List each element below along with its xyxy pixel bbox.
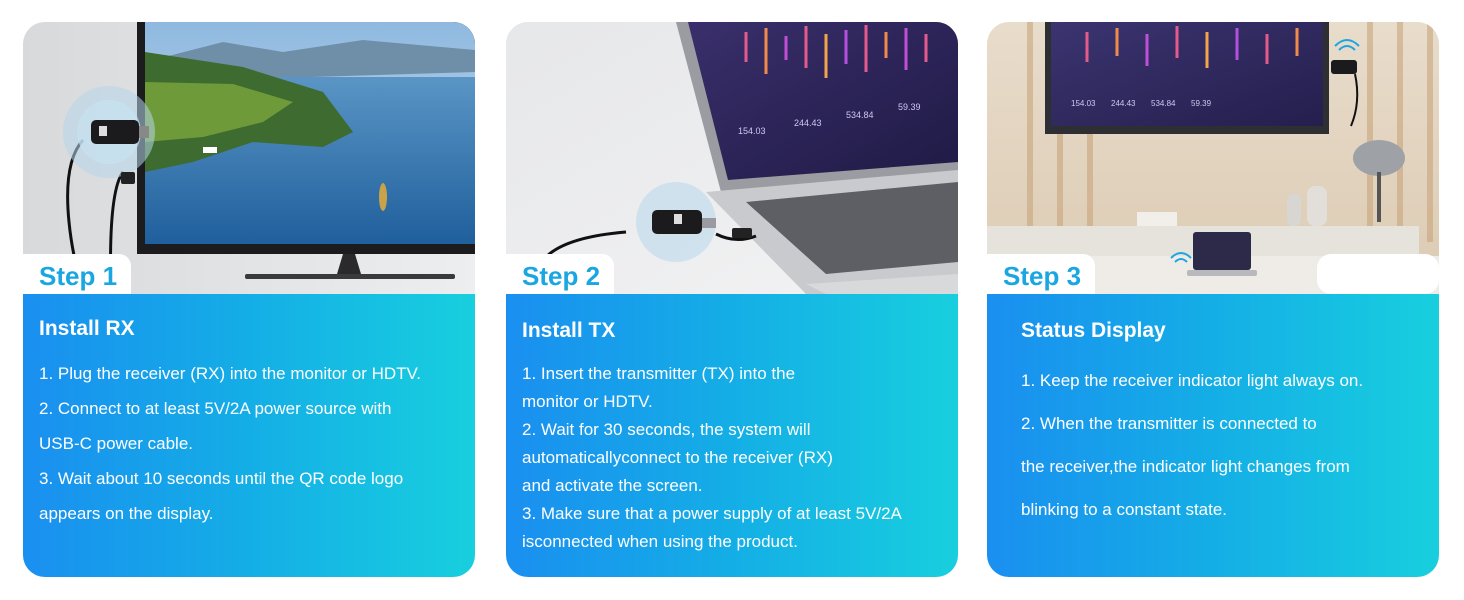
- instruction-line: 3. Make sure that a power supply of at l…: [522, 504, 902, 523]
- tv-with-receiver-photo: [23, 22, 475, 294]
- instruction-line: the receiver,the indicator light changes…: [1021, 457, 1350, 476]
- screen-value: 534.84: [1151, 99, 1176, 108]
- card-title: Status Display: [1021, 319, 1166, 342]
- instruction-line: USB-C power cable.: [39, 434, 194, 453]
- screen-value: 59.39: [1191, 99, 1212, 108]
- instructions-panel: Install TX 1. Insert the transmitter (TX…: [506, 294, 958, 577]
- step-label: Step 2: [506, 254, 614, 294]
- instruction-line: 3. Wait about 10 seconds until the QR co…: [39, 469, 404, 488]
- instruction-line: 1. Plug the receiver (RX) into the monit…: [39, 364, 422, 383]
- instructions-panel: Install RX 1. Plug the receiver (RX) int…: [23, 294, 475, 577]
- step-label: Step 1: [23, 254, 131, 294]
- screen-value: 534.84: [846, 110, 874, 120]
- step-card-2: 154.03 244.43 534.84 59.39 Step 2 Instal…: [506, 22, 958, 577]
- laptop-with-transmitter-photo: 154.03 244.43 534.84 59.39: [506, 22, 958, 294]
- instruction-line: and activate the screen.: [522, 476, 703, 495]
- instruction-line: 2. When the transmitter is connected to: [1021, 414, 1317, 433]
- screen-value: 59.39: [898, 102, 921, 112]
- instruction-line: blinking to a constant state.: [1021, 500, 1228, 519]
- screen-value: 244.43: [794, 118, 822, 128]
- instruction-list: 1. Keep the receiver indicator light alw…: [1021, 359, 1429, 531]
- card-title: Install TX: [522, 319, 616, 342]
- step-card-1: Step 1 Install RX 1. Plug the receiver (…: [23, 22, 475, 577]
- instruction-line: 2. Connect to at least 5V/2A power sourc…: [39, 399, 392, 418]
- screen-value: 244.43: [1111, 99, 1136, 108]
- instruction-line: monitor or HDTV.: [522, 392, 653, 411]
- screen-value: 154.03: [738, 126, 766, 136]
- living-room-display-photo: 154.03 244.43 534.84 59.39: [987, 22, 1439, 294]
- instruction-line: 2. Wait for 30 seconds, the system will: [522, 420, 811, 439]
- instruction-line: isconnected when using the product.: [522, 532, 798, 551]
- step-label: Step 3: [987, 254, 1095, 294]
- instruction-list: 1. Insert the transmitter (TX) into the …: [522, 360, 948, 556]
- instruction-line: 1. Keep the receiver indicator light alw…: [1021, 371, 1364, 390]
- screen-value: 154.03: [1071, 99, 1096, 108]
- card-title: Install RX: [39, 317, 135, 340]
- instruction-line: automaticallyconnect to the receiver (RX…: [522, 448, 833, 467]
- instruction-line: appears on the display.: [39, 504, 214, 523]
- step-card-3: 154.03 244.43 534.84 59.39: [987, 22, 1439, 577]
- instructions-panel: Status Display 1. Keep the receiver indi…: [987, 294, 1439, 577]
- instruction-list: 1. Plug the receiver (RX) into the monit…: [39, 356, 465, 531]
- instruction-line: 1. Insert the transmitter (TX) into the: [522, 364, 796, 383]
